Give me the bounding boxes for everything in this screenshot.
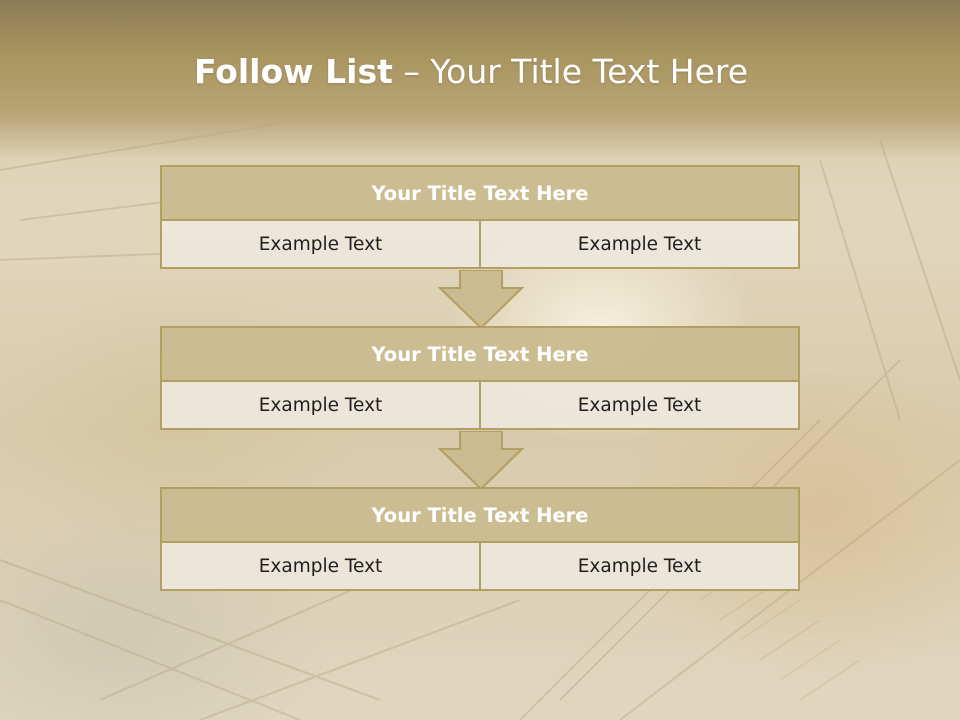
title-rest-part: Your Title Text Here [430, 52, 749, 91]
title-band [0, 0, 960, 160]
list-block-1: Your Title Text Here Example Text Exampl… [160, 165, 800, 269]
list-block-2: Your Title Text Here Example Text Exampl… [160, 326, 800, 430]
block-cell-right: Example Text [479, 382, 798, 428]
block-row: Example Text Example Text [160, 219, 800, 269]
block-cell-left: Example Text [258, 394, 383, 416]
block-cell-right: Example Text [479, 543, 798, 589]
slide-title: Follow List – Your Title Text Here [0, 52, 942, 91]
title-bold-part: Follow List [193, 52, 393, 91]
block-title: Your Title Text Here [160, 487, 800, 543]
list-block-3: Your Title Text Here Example Text Exampl… [160, 487, 800, 591]
block-cell-right: Example Text [479, 221, 798, 267]
block-row: Example Text Example Text [160, 541, 800, 591]
down-arrow-icon [438, 431, 524, 491]
down-arrow-icon [438, 270, 524, 330]
block-cell-left: Example Text [258, 233, 383, 255]
title-dash: – [403, 52, 420, 91]
block-title: Your Title Text Here [160, 165, 800, 221]
block-row: Example Text Example Text [160, 380, 800, 430]
block-title: Your Title Text Here [160, 326, 800, 382]
block-cell-left: Example Text [258, 555, 383, 577]
